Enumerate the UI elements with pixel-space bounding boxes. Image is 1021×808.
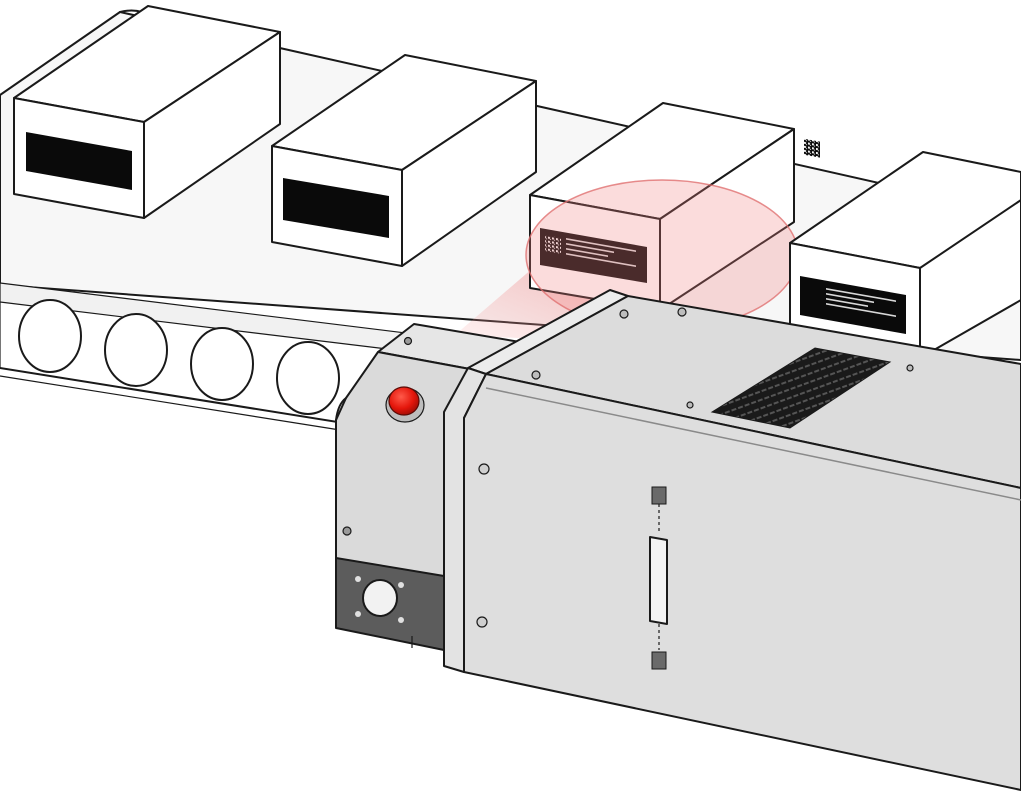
code-line: [826, 293, 874, 304]
box-side: [143, 31, 281, 219]
box-1: [13, 5, 281, 219]
access-latch[interactable]: [649, 486, 668, 670]
code-line: [566, 252, 636, 267]
screw-icon: [677, 307, 687, 317]
screw-icon: [478, 463, 490, 475]
connector-port[interactable]: [362, 579, 398, 617]
screw-icon: [342, 526, 352, 536]
screw-icon: [403, 336, 413, 346]
box-label-marked: [540, 228, 647, 283]
roller: [276, 341, 340, 415]
box-3: [525, 102, 799, 331]
box-label-blank: [283, 178, 389, 238]
screw-icon: [398, 582, 404, 588]
screw-icon: [619, 309, 629, 319]
stop-button-cap[interactable]: [388, 386, 420, 416]
box-side: [401, 80, 537, 267]
mount-plate: [335, 557, 445, 651]
roller: [190, 327, 254, 401]
code-line: [826, 288, 896, 302]
qr-code: [545, 235, 561, 254]
code-line: [826, 298, 868, 308]
screw-icon: [531, 370, 541, 380]
box-side: [659, 128, 795, 311]
screw-icon: [398, 617, 404, 623]
box-2: [271, 54, 537, 267]
box-side: [919, 199, 1021, 359]
stop-button[interactable]: [385, 386, 425, 423]
screw-icon: [476, 616, 488, 628]
conveyor-rollers: [0, 299, 341, 431]
screw-icon: [355, 576, 361, 582]
cooling-vents: [710, 347, 892, 429]
roller: [104, 313, 168, 387]
latch-slot[interactable]: [649, 536, 668, 625]
code-line: [566, 238, 636, 252]
box-4: [789, 138, 1021, 359]
screw-icon: [906, 364, 914, 372]
marker-body-front: [463, 373, 1021, 791]
screw-icon: [355, 611, 361, 617]
code-line: [826, 303, 896, 317]
latch-stop: [651, 651, 667, 670]
box-label-blank: [26, 132, 132, 190]
box-label-marked: [800, 138, 906, 334]
code-line: [566, 243, 614, 254]
qr-code: [804, 138, 820, 158]
latch-stop: [651, 486, 667, 505]
laser-marker: [335, 289, 1021, 791]
roller: [18, 299, 82, 373]
screw-icon: [686, 401, 694, 409]
code-line: [566, 248, 608, 258]
